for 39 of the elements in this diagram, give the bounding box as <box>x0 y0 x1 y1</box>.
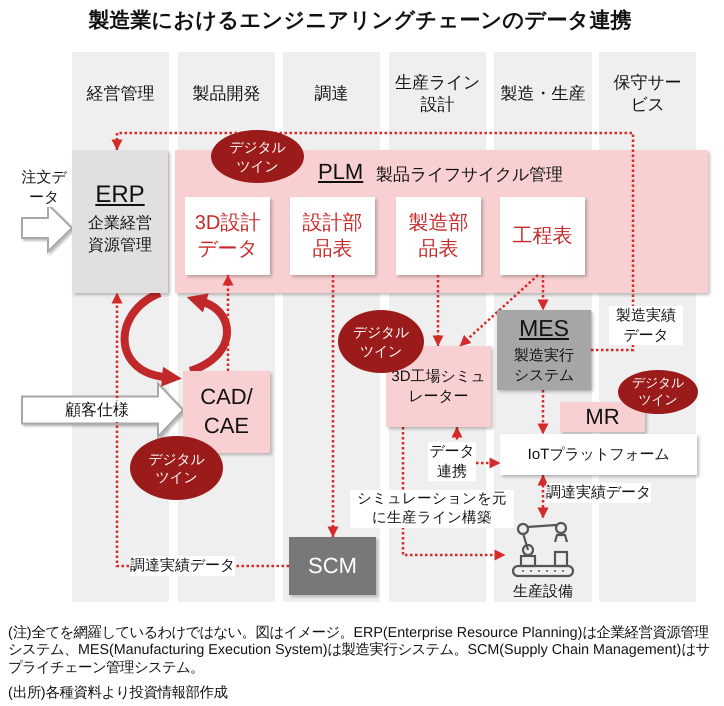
column-header: 生産ライン設計 <box>394 72 481 116</box>
system-box: SCM <box>289 537 376 595</box>
subtitle: 企業経営資源管理 <box>87 214 153 256</box>
dotted-arrow <box>538 474 548 519</box>
equipment-label: 生産設備 <box>512 582 574 601</box>
column-header: 保守サービス <box>612 72 682 116</box>
document-box: 設計部品表 <box>290 197 375 275</box>
edge-label: 調達実績データ <box>130 556 235 576</box>
column-header: 調達 <box>314 82 348 105</box>
system-box: CAD/CAE <box>183 371 270 453</box>
column-header: 経営管理 <box>86 82 154 105</box>
heading: MES <box>519 314 569 343</box>
dotted-arrow <box>538 275 548 311</box>
system-box <box>497 310 591 390</box>
edge-label: シミュレーションを元に生産ライン構築 <box>350 490 514 528</box>
title: 製造業におけるエンジニアリングチェーンのデータ連携 <box>88 8 632 34</box>
edge-label: 注文データ <box>20 168 68 207</box>
dotted-arrow <box>538 390 548 435</box>
dotted-arrow <box>328 275 338 538</box>
heading: PLM <box>318 159 364 185</box>
caption: (注)全てを網羅しているわけではない。図はイメージ。ERP(Enterprise Resource Planning)は企業経営資源管理システム、MES(Manufacturing Execution System)は製造実行システム。SCM(Supply Chain Management)はサプライチェーン管理システム。 <box>8 625 710 678</box>
document-box: 3D設計データ <box>185 197 270 275</box>
document-box: 製造部品表 <box>396 197 481 275</box>
subtitle: 製造実行システム <box>513 346 575 386</box>
dotted-arrow <box>432 275 444 347</box>
system-box <box>72 150 168 293</box>
document-box: 工程表 <box>500 197 585 275</box>
source-note: (出所)各種資料より投資情報部作成 <box>8 684 228 702</box>
column-header: 製造・生産 <box>500 82 586 105</box>
column-header: 製品開発 <box>192 82 260 105</box>
dotted-arrow <box>222 274 234 371</box>
subtitle: 製品ライフサイクル管理 <box>376 164 563 186</box>
platform-box: IoTプラットフォーム <box>500 434 697 475</box>
edge-label: 製造実績データ <box>609 306 683 345</box>
edge-label: データ連携 <box>428 442 476 481</box>
heading: ERP <box>95 180 145 210</box>
dotted-arrow <box>459 274 539 347</box>
dotted-arrow <box>112 132 634 352</box>
edge-label: 調達実績データ <box>546 483 651 502</box>
